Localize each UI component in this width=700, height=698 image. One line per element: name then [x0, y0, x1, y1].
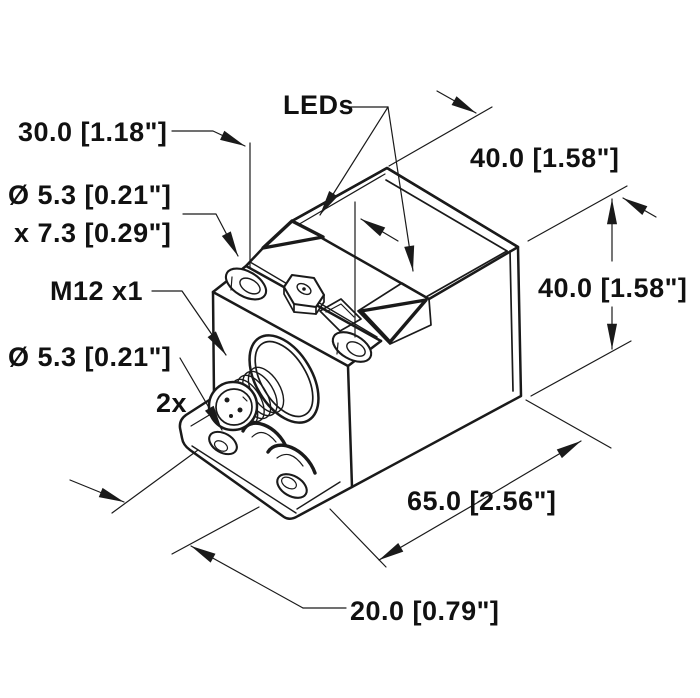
cable-hump-rear-inner [276, 453, 304, 467]
counterbore-depth-label: x 7.3 [0.29"] [14, 218, 171, 248]
leds-leader-left [319, 106, 389, 216]
dim-65-arrow-left [378, 499, 483, 561]
m12-connector [207, 334, 320, 432]
dim-40-right-ext-bottom [530, 340, 632, 397]
dim-40-top-ext-left [388, 106, 493, 167]
dim-65-group [329, 399, 612, 568]
dim-40-top-arrow-left [436, 90, 477, 114]
dim-65-label: 65.0 [2.56"] [407, 486, 556, 516]
dim-40-top-group [388, 90, 657, 242]
dim-20-ext-right [171, 506, 260, 555]
leds-label: LEDs [283, 90, 354, 120]
right-face-inner-edge [509, 250, 514, 392]
m12-leader [151, 290, 227, 356]
dim-30-arrow [360, 218, 399, 242]
dim-40-right-group [530, 198, 632, 397]
dim-40-top-ext-right [527, 185, 628, 242]
dim-30-label: 30.0 [1.18"] [18, 117, 167, 147]
dim-20-arrow-left [69, 479, 125, 503]
counterbore-hole-front [224, 267, 268, 301]
right-chamfer-line [425, 250, 508, 298]
dim-40-top-arrow-right [622, 197, 657, 218]
cable-hump-front-inner [251, 431, 277, 443]
connector-collar [248, 334, 320, 424]
dim-40-right-label: 40.0 [1.58"] [538, 273, 687, 303]
dim-30-group [171, 130, 399, 338]
dim-65-ext-left [329, 508, 387, 568]
top-chamfer-line [385, 179, 508, 252]
dim-30-leader [171, 130, 246, 147]
dim-65-arrow-right [477, 440, 582, 503]
dim-65-ext-right [525, 399, 612, 449]
connector-pins [224, 396, 248, 418]
slope-recess [319, 298, 362, 332]
leds-leader-right [387, 106, 415, 272]
flange-hole-front [208, 430, 238, 456]
front-face-top-edge [211, 290, 350, 368]
flange-hole-rear [276, 473, 308, 499]
mounting-hole-dia-label: Ø 5.3 [0.21"] [8, 342, 171, 372]
left-chamfer-line [295, 173, 386, 227]
counterbore-leader [182, 213, 239, 257]
m12-leader-group [151, 290, 227, 356]
sensor-body [178, 166, 523, 520]
hex-nut [282, 273, 326, 315]
m12-label: M12 x1 [50, 276, 143, 306]
dim-20-arrow-right [190, 545, 304, 609]
counterbore-hole-rear [331, 331, 373, 363]
front-face-right-edge [346, 364, 354, 489]
flange-hole-leader-group [179, 357, 223, 431]
slope-recess-inner [325, 303, 355, 318]
dim-20-ext-left [111, 449, 199, 514]
flange-hole-leader [179, 357, 223, 431]
dim-20-group [69, 449, 347, 609]
counterbore-dia-label: Ø 5.3 [0.21"] [8, 180, 171, 210]
led-triangle-left [261, 219, 325, 250]
dim-40-top-label: 40.0 [1.58"] [470, 143, 619, 173]
leds-leader-group [319, 106, 415, 272]
counterbore-leader-group [182, 213, 239, 257]
led-triangle-right [359, 298, 428, 344]
flange-bottom-inner-edge [191, 445, 297, 514]
flange-end-inner-edge [296, 481, 341, 510]
dim-20-label: 20.0 [0.79"] [350, 596, 499, 626]
mounting-hole-count-label: 2x [156, 388, 187, 418]
